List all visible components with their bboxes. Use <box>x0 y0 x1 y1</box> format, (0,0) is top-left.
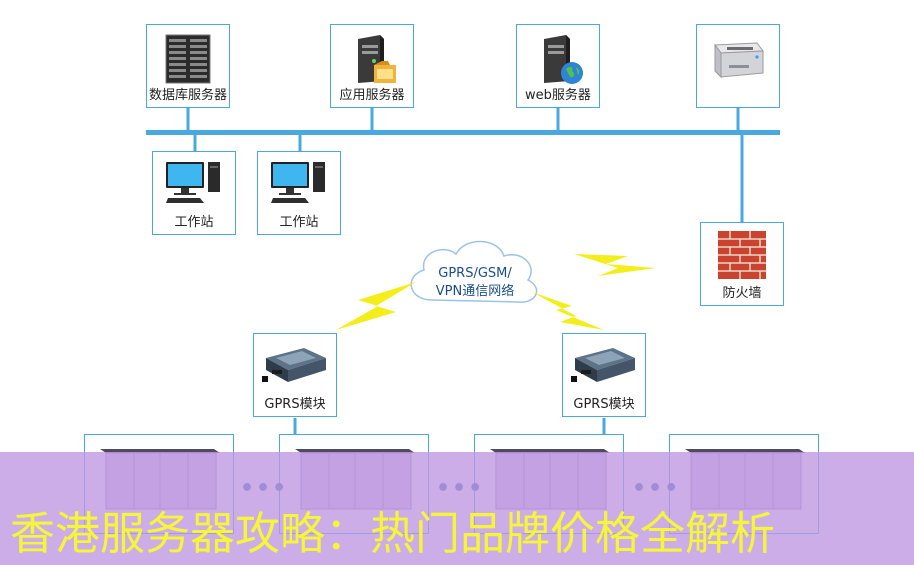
node-label: 防火墙 <box>722 286 762 301</box>
desktop-computer-icon <box>166 162 220 203</box>
printer-node[interactable] <box>696 24 780 108</box>
node-label: web服务器 <box>525 88 591 103</box>
cloud-icon <box>410 240 538 303</box>
server-rack-icon <box>165 34 211 84</box>
web-server-node[interactable]: web服务器 <box>516 24 600 108</box>
banner-title: 香港服务器攻略：热门品牌价格全解析 <box>10 507 776 560</box>
network-label-line2: VPN通信网络 <box>435 284 515 299</box>
gprs-module-icon <box>571 348 635 382</box>
workstation-node-1[interactable]: 工作站 <box>152 151 236 235</box>
main-bus-line <box>146 130 780 135</box>
workstation-node-2[interactable]: 工作站 <box>257 151 341 235</box>
db-server-node[interactable]: 数据库服务器 <box>146 24 230 108</box>
gprs-module-node-2[interactable]: GPRS模块 <box>562 333 646 417</box>
server-folder-icon <box>358 35 396 83</box>
lightning-bolt-right <box>532 292 604 330</box>
server-globe-icon <box>544 35 583 84</box>
node-label: 工作站 <box>279 215 319 230</box>
node-label: 工作站 <box>174 215 214 230</box>
brick-wall-icon <box>718 231 766 279</box>
gprs-module-node-1[interactable]: GPRS模块 <box>253 333 337 417</box>
network-label-line1: GPRS/GSM/ <box>438 266 512 281</box>
lightning-bolt-left <box>336 282 416 330</box>
app-server-node[interactable]: 应用服务器 <box>330 24 414 108</box>
title-banner-overlay <box>0 452 914 565</box>
lightning-bolt-firewall <box>574 254 656 276</box>
desktop-computer-icon <box>271 162 325 203</box>
node-label: 数据库服务器 <box>148 88 227 103</box>
network-cloud-label: GPRS/GSM/ VPN通信网络 <box>420 265 530 301</box>
printer-icon <box>714 42 764 79</box>
node-label: GPRS模块 <box>264 397 326 412</box>
gprs-module-icon <box>262 348 326 382</box>
node-label: GPRS模块 <box>573 397 635 412</box>
node-label: 应用服务器 <box>339 88 405 103</box>
firewall-node[interactable]: 防火墙 <box>700 222 784 306</box>
